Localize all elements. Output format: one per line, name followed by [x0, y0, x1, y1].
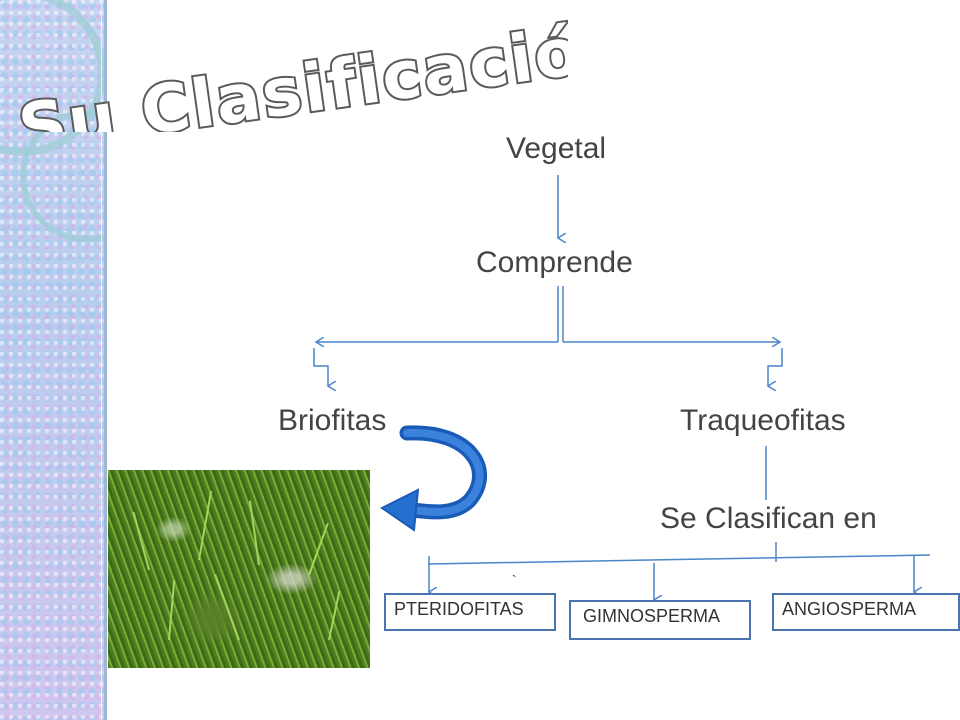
connector-bottom-bar: [427, 554, 931, 565]
curved-arrow-icon: [380, 425, 487, 532]
moss-blade: [308, 522, 329, 576]
sidebar-divider: [101, 0, 102, 720]
moss-blade: [168, 580, 176, 641]
node-se-clasifican: Se Clasifican en: [660, 502, 877, 535]
node-traqueofitas: Traqueofitas: [680, 404, 846, 437]
node-comprende: Comprende: [476, 246, 633, 279]
box-pteridofitas: PTERIDOFITAS: [384, 593, 556, 631]
arrow-to-briofitas: [313, 348, 328, 386]
sidebar-divider: [104, 0, 107, 720]
node-vegetal: Vegetal: [506, 132, 607, 165]
node-briofitas: Briofitas: [278, 404, 387, 437]
moss-blade: [248, 500, 260, 566]
box-angiosperma: ANGIOSPERMA: [772, 593, 960, 631]
moss-blade: [132, 511, 150, 571]
moss-photo: [108, 470, 370, 668]
page-title: Su Clasificación: [12, 4, 568, 132]
arrow-to-traqueofitas: [768, 348, 783, 386]
moss-blade: [328, 590, 341, 641]
decorative-sidebar: [0, 0, 104, 720]
moss-blade: [198, 490, 213, 561]
moss-blade: [214, 573, 240, 641]
box-gimnosperma: GIMNOSPERMA: [569, 600, 751, 640]
stray-mark: `: [512, 572, 517, 588]
